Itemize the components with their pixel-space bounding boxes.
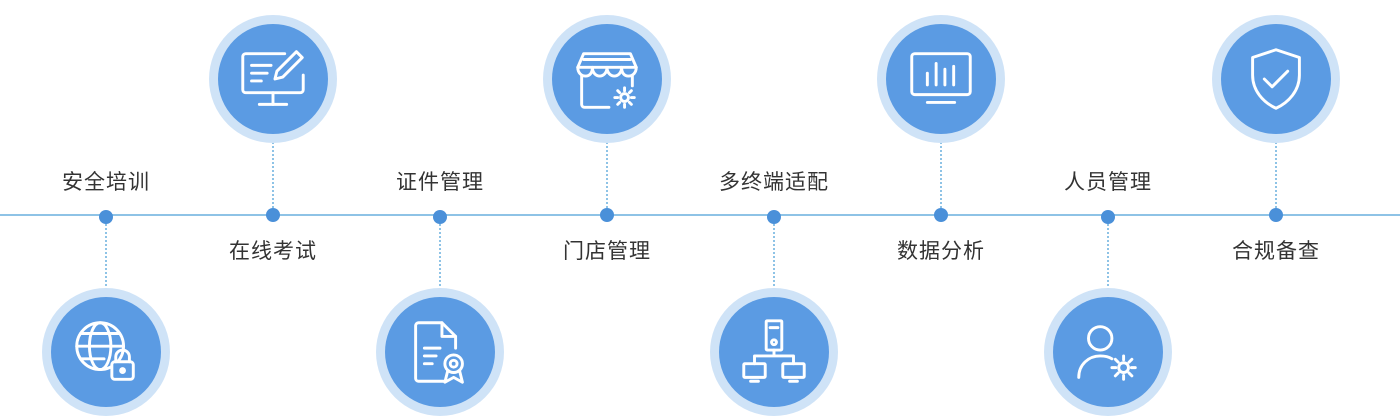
node-badge xyxy=(877,15,1005,143)
node-badge xyxy=(376,288,504,416)
user-settings-icon xyxy=(1053,297,1163,407)
connector-line xyxy=(606,142,608,208)
store-settings-icon xyxy=(552,24,662,134)
node-badge xyxy=(42,288,170,416)
timeline-dot xyxy=(600,208,614,222)
connector-line xyxy=(1275,142,1277,208)
timeline-dot xyxy=(266,208,280,222)
connector-line xyxy=(272,142,274,208)
timeline-dot xyxy=(934,208,948,222)
connector-line xyxy=(773,224,775,294)
globe-lock-icon xyxy=(51,297,161,407)
node-label: 人员管理 xyxy=(1064,170,1152,194)
timeline-dot xyxy=(99,210,113,224)
node-label: 在线考试 xyxy=(229,239,317,263)
timeline-dot xyxy=(433,210,447,224)
connector-line xyxy=(439,224,441,294)
connector-line xyxy=(1107,224,1109,294)
shield-check-icon xyxy=(1221,24,1331,134)
node-badge xyxy=(710,288,838,416)
node-label: 安全培训 xyxy=(62,170,150,194)
monitor-chart-icon xyxy=(886,24,996,134)
node-badge xyxy=(209,15,337,143)
multi-device-icon xyxy=(719,297,829,407)
node-label: 数据分析 xyxy=(897,239,985,263)
timeline-line xyxy=(0,214,1400,216)
node-label: 合规备查 xyxy=(1232,239,1320,263)
node-badge xyxy=(1044,288,1172,416)
document-certificate-icon xyxy=(385,297,495,407)
node-label: 多终端适配 xyxy=(719,170,829,194)
connector-line xyxy=(940,142,942,208)
node-badge xyxy=(543,15,671,143)
node-badge xyxy=(1212,15,1340,143)
node-label: 门店管理 xyxy=(563,239,651,263)
monitor-edit-icon xyxy=(218,24,328,134)
node-label: 证件管理 xyxy=(396,170,484,194)
timeline-dot xyxy=(767,210,781,224)
timeline-dot xyxy=(1269,208,1283,222)
timeline-dot xyxy=(1101,210,1115,224)
connector-line xyxy=(105,224,107,294)
